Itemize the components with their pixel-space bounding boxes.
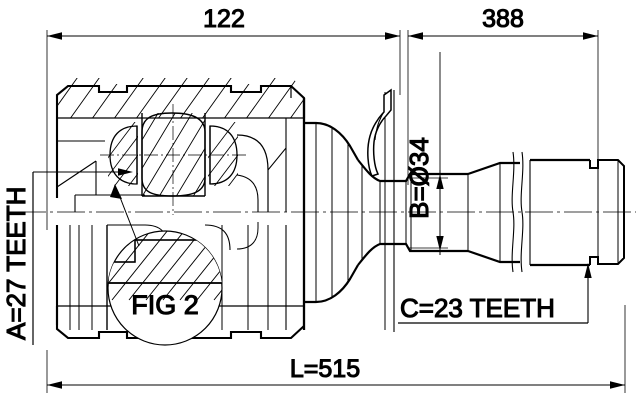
dimension-122 — [46, 30, 401, 230]
shaft-break-line-b — [520, 151, 524, 273]
shaft-end-with-groove — [589, 159, 625, 265]
ball-bearing-left — [108, 122, 138, 186]
arrow-122-left — [47, 32, 62, 40]
lower-seat-curve — [236, 222, 259, 250]
A-leader-arrow — [118, 168, 133, 176]
ball-right-outline — [209, 125, 238, 185]
detail-label-fig2: FIG 2 — [131, 290, 199, 320]
boot-upper-taper-2 — [357, 159, 394, 183]
dimension-L515 — [46, 305, 626, 393]
housing-cage-seat — [236, 118, 287, 212]
inner-race — [100, 104, 248, 215]
boot-clamp-shape — [367, 88, 392, 177]
callout-label-C: C=23 TEETH — [400, 293, 555, 323]
housing-bottom-profile — [55, 306, 305, 340]
bore-taper-upper — [56, 160, 97, 188]
dimension-label-L515: L=515 — [290, 355, 360, 383]
housing-lower-half — [55, 222, 305, 340]
B-arrow-bottom — [436, 236, 444, 251]
rubber-boot — [305, 90, 395, 332]
boot-clamp-inner-line — [374, 111, 385, 141]
shaft-step-lower-1 — [394, 242, 468, 253]
B-arrow-top — [436, 174, 444, 189]
housing-upper-bore-contour — [56, 140, 145, 212]
arrow-122-right — [385, 32, 400, 40]
housing-wall-hatching — [57, 78, 303, 118]
boot-lower-taper-2 — [357, 242, 394, 266]
arrow-L515-right — [610, 381, 625, 389]
callout-label-A: A=27 TEETH — [1, 187, 31, 340]
fig2-step-outline — [108, 239, 222, 284]
dimension-label-122: 122 — [203, 5, 245, 33]
arrow-388-left — [408, 32, 423, 40]
boot-clamp — [367, 88, 392, 177]
fig2-leader-line — [117, 191, 140, 247]
ball-left-hatching — [108, 122, 138, 186]
dimension-label-388: 388 — [482, 5, 524, 33]
ball-bearing-right — [208, 122, 238, 186]
housing-top-profile — [55, 84, 306, 118]
housing-right-edge — [290, 86, 306, 330]
cage-seat-inner-curve — [236, 174, 259, 212]
dimension-B-diameter — [408, 52, 448, 255]
callout-C-23-teeth — [398, 263, 592, 324]
fig2-leader-arrow — [110, 184, 122, 199]
lower-cage-curve — [204, 224, 231, 251]
arrow-L515-left — [47, 381, 62, 389]
shaft-break-line-a — [511, 151, 515, 273]
housing-upper-wall — [55, 78, 306, 119]
drive-shaft — [394, 151, 625, 273]
cage-seat-bevel — [267, 147, 287, 171]
C-leader-arrow — [584, 263, 592, 278]
shaft-step-upper-1 — [394, 172, 468, 183]
arrow-388-right — [583, 32, 598, 40]
dimension-label-B: B=Ø34 — [404, 137, 434, 219]
callout-A-27-teeth — [32, 168, 133, 345]
